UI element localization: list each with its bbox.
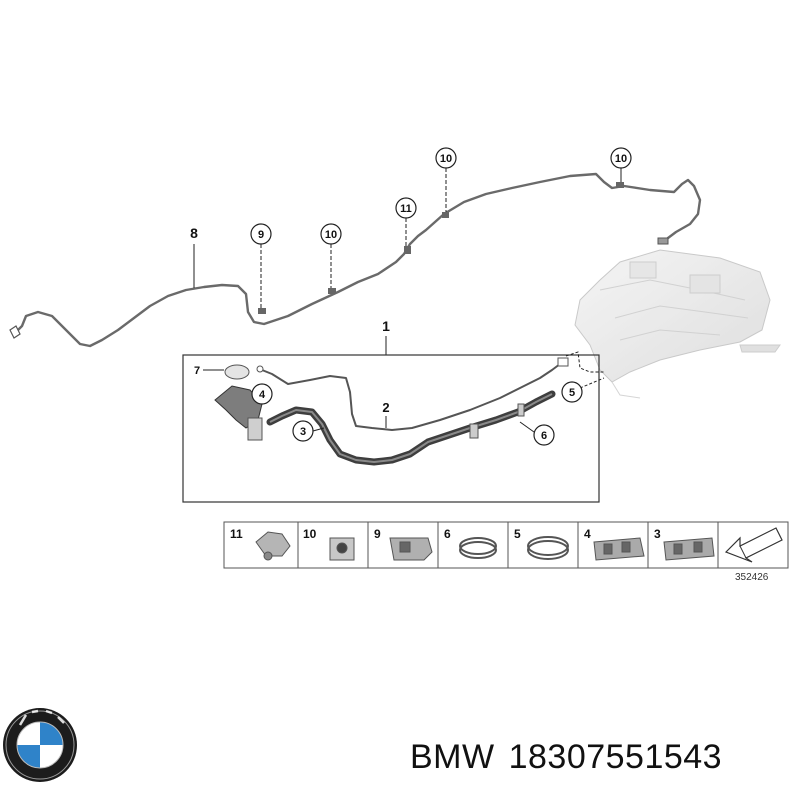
legend-label-5: 5 <box>514 527 521 541</box>
leader-lines <box>193 168 622 355</box>
callout-3: 3 <box>292 420 325 442</box>
callout-10-c: 10 <box>320 223 342 245</box>
assembly-box <box>182 354 600 503</box>
legend-part-11-icon <box>255 531 291 561</box>
diagram-reference-number: 352426 <box>735 572 769 583</box>
legend-part-6-icon <box>459 537 497 559</box>
svg-text:11: 11 <box>400 203 412 215</box>
fuel-tank-illustration <box>574 249 781 399</box>
callout-10-b: 10 <box>610 147 632 169</box>
legend-part-10-icon <box>329 537 355 561</box>
legend-part-5-icon <box>527 536 569 560</box>
bmw-roundel-icon <box>3 708 77 782</box>
callout-10-a: 10 <box>435 147 457 169</box>
svg-text:10: 10 <box>325 229 337 241</box>
fuel-line-8-connector <box>657 237 669 245</box>
legend-label-11: 11 <box>230 527 243 541</box>
legend-label-9: 9 <box>374 527 381 541</box>
svg-text:10: 10 <box>440 153 452 165</box>
svg-text:6: 6 <box>541 430 547 442</box>
footer-part-label: BMW 18307551543 <box>410 738 722 777</box>
legend-label-4: 4 <box>584 527 591 541</box>
callout-9: 9 <box>250 223 272 245</box>
legend-label-3: 3 <box>654 527 661 541</box>
svg-text:3: 3 <box>300 426 306 438</box>
callout-7: 7 <box>194 365 224 377</box>
svg-text:2: 2 <box>382 400 389 415</box>
legend-part-4-icon <box>593 537 645 561</box>
callout-6: 6 <box>519 421 555 446</box>
callout-11: 11 <box>395 197 417 219</box>
legend-label-6: 6 <box>444 527 451 541</box>
label-8: 8 <box>190 225 198 241</box>
svg-text:10: 10 <box>615 153 627 165</box>
svg-text:5: 5 <box>569 387 575 399</box>
svg-text:7: 7 <box>194 365 200 377</box>
label-1: 1 <box>382 318 390 334</box>
svg-text:4: 4 <box>259 389 266 401</box>
legend-part-9-icon <box>389 537 433 561</box>
assembly-parts <box>214 351 605 466</box>
part-number: 18307551543 <box>508 738 723 776</box>
legend-strip: 11 10 9 6 5 4 3 <box>223 521 789 569</box>
brand-name: BMW <box>410 738 495 776</box>
callout-2: 2 <box>382 400 390 428</box>
legend-part-3-icon <box>663 537 715 561</box>
callout-4: 4 <box>251 383 273 405</box>
direction-arrow-icon <box>724 527 783 563</box>
fuel-line-8 <box>12 172 702 348</box>
fuel-line-8-end-fitting <box>9 325 21 339</box>
legend-label-10: 10 <box>303 527 317 541</box>
callout-5: 5 <box>561 381 583 403</box>
svg-text:9: 9 <box>258 229 264 241</box>
clip-markers <box>258 182 624 314</box>
